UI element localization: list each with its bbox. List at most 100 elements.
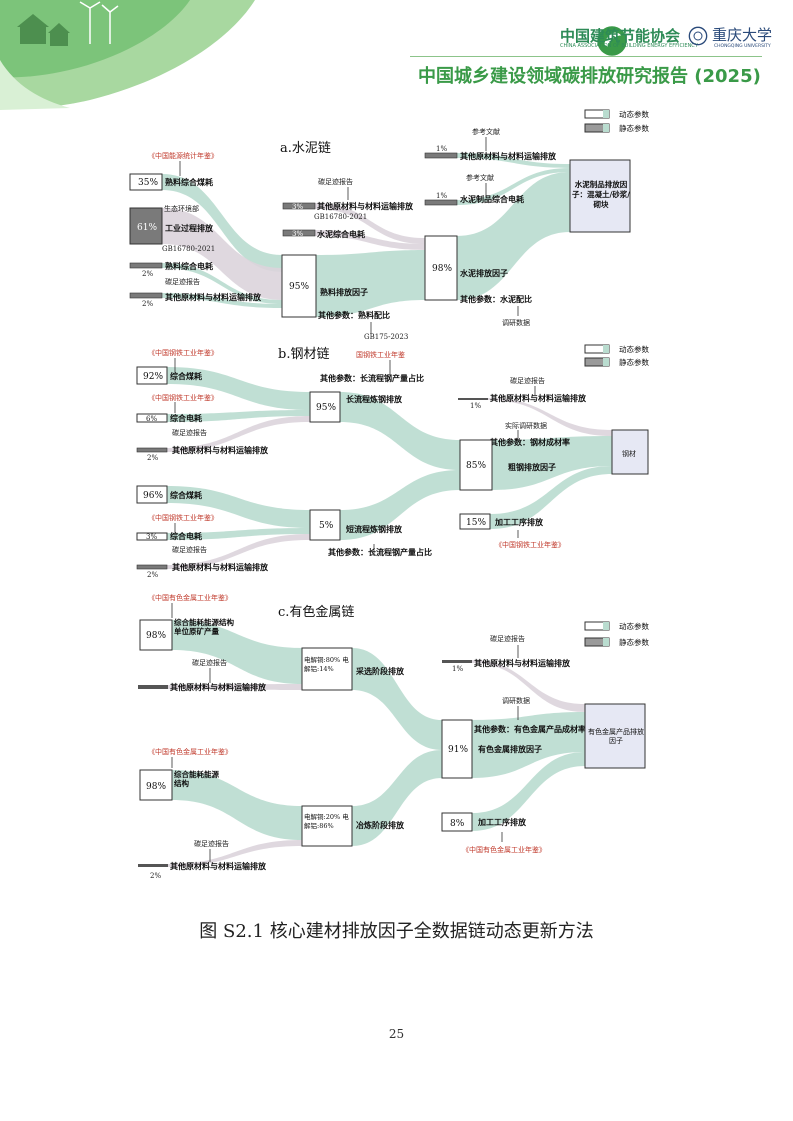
flow-band bbox=[488, 398, 612, 436]
pct-label: 2% bbox=[147, 454, 158, 462]
sankey-flows bbox=[162, 153, 612, 867]
pct-label: 6% bbox=[146, 415, 157, 423]
section-title-nonferrous: c.有色金属链 bbox=[278, 604, 354, 620]
node-label: 钢材 bbox=[622, 449, 636, 458]
flow-band bbox=[162, 263, 282, 304]
pct-label: 1% bbox=[470, 402, 481, 410]
source-label: 参考文献 bbox=[472, 127, 500, 136]
node-mining bbox=[301, 647, 353, 691]
node-process-emission bbox=[129, 207, 163, 245]
header-decoration bbox=[0, 0, 255, 110]
flow-band bbox=[340, 470, 460, 540]
source-label: 碳足迹报告 bbox=[194, 839, 229, 848]
flow-band bbox=[162, 208, 282, 300]
node-raw-transport-c bbox=[442, 660, 472, 663]
node-clinker-factor bbox=[281, 254, 317, 318]
flow-band bbox=[315, 230, 425, 250]
node-clinker-coal bbox=[129, 173, 163, 191]
node-label: 综合煤耗 bbox=[170, 490, 202, 500]
node-raw-transport-3 bbox=[424, 152, 458, 159]
source-label: 国钢铁工业年鉴 bbox=[356, 350, 405, 359]
flow-band bbox=[172, 770, 302, 840]
source-label: 碳足迹报告 bbox=[490, 634, 525, 643]
flow-band bbox=[457, 153, 570, 168]
source-label: GB175-2023 bbox=[364, 333, 408, 341]
flow-band bbox=[492, 436, 612, 490]
pct-label: 98% bbox=[146, 631, 166, 641]
source-label: 碳足迹报告 bbox=[510, 376, 545, 385]
param-label: 其他参数：有色金属产品成材率 bbox=[474, 724, 586, 734]
pct-label: 61% bbox=[137, 223, 157, 233]
section-title-steel: b.钢材链 bbox=[278, 347, 329, 362]
param-label: 其他参数：长流程钢产量占比 bbox=[320, 373, 424, 383]
wind-turbine-icon bbox=[79, 1, 119, 44]
page-number: 25 bbox=[388, 1027, 405, 1041]
university-seal-icon bbox=[688, 26, 708, 46]
pct-label: 3% bbox=[146, 533, 157, 541]
pct-label: 91% bbox=[448, 745, 468, 755]
source-label: 《中国有色金属工业年鉴》 bbox=[148, 747, 232, 756]
pct-label: 1% bbox=[436, 192, 447, 200]
node-label: 冶炼阶段排放 bbox=[356, 820, 405, 830]
pct-label: 1% bbox=[436, 145, 447, 153]
source-label: GB16780-2021 bbox=[162, 245, 215, 253]
source-label: 调研数据 bbox=[502, 696, 530, 705]
node-long-process bbox=[309, 391, 341, 423]
node-label: 水泥制品综合电耗 bbox=[459, 194, 524, 204]
node-label: 长流程炼钢排放 bbox=[346, 394, 403, 404]
emission-factor-diagram: 动态参数 静态参数 动态参数 静态参数 动态参数 静态参数 a.水泥链 《中国能… bbox=[129, 109, 649, 880]
source-label: 《中国钢铁工业年鉴》 bbox=[495, 540, 565, 549]
flow-band bbox=[352, 648, 442, 750]
node-smelting bbox=[301, 805, 353, 847]
node-label: 综合电耗 bbox=[170, 531, 202, 541]
node-cement-products-power bbox=[424, 199, 458, 206]
university-name: 重庆大学 bbox=[712, 26, 773, 44]
source-label: 《中国有色金属工业年鉴》 bbox=[148, 593, 232, 602]
node-clinker-power bbox=[129, 262, 163, 269]
node-label: 综合能耗能源结构单位原矿产量 bbox=[174, 618, 234, 636]
flow-band bbox=[472, 660, 585, 712]
pct-label: 5% bbox=[319, 521, 334, 531]
source-label: 《中国能源统计年鉴》 bbox=[148, 151, 218, 160]
legend-static: 静态参数 bbox=[619, 357, 649, 367]
header-divider bbox=[410, 56, 762, 57]
flow-band bbox=[167, 528, 310, 540]
node-coal-a bbox=[136, 366, 168, 385]
source-label: 参考文献 bbox=[466, 173, 494, 182]
node-label: 其他原材料与材料运输排放 bbox=[172, 445, 269, 455]
pct-label: 92% bbox=[143, 372, 163, 382]
node-label: 水泥制品排放因子：混凝土/砂浆/砌块 bbox=[572, 180, 630, 209]
source-label: 《中国钢铁工业年鉴》 bbox=[148, 393, 218, 402]
flow-band bbox=[162, 293, 282, 308]
pct-label: 85% bbox=[466, 461, 486, 471]
node-label: 工业过程排放 bbox=[165, 223, 214, 233]
node-cement-factor bbox=[424, 235, 458, 301]
node-raw-transport-b bbox=[136, 564, 168, 570]
legend-cement: 动态参数 静态参数 bbox=[584, 109, 649, 133]
source-label: 碳足迹报告 bbox=[192, 658, 227, 667]
node-product-factor bbox=[584, 703, 646, 769]
flow-band bbox=[167, 367, 310, 410]
section-title-cement: a.水泥链 bbox=[280, 141, 331, 156]
flow-band bbox=[472, 752, 585, 831]
flow-band bbox=[340, 392, 460, 470]
node-metal-factor bbox=[441, 719, 473, 779]
node-raw-transport-a bbox=[138, 685, 168, 689]
node-label: 采选阶段排放 bbox=[355, 666, 405, 676]
source-label: 《中国钢铁工业年鉴》 bbox=[148, 348, 218, 357]
source-label: 碳足迹报告 bbox=[172, 545, 207, 554]
cabee-logo-icon bbox=[597, 26, 627, 56]
node-label: 综合煤耗 bbox=[170, 371, 202, 381]
node-power-a bbox=[136, 413, 168, 423]
node-raw-transport-b bbox=[138, 864, 168, 867]
flow-band bbox=[167, 410, 310, 422]
report-title: 中国城乡建设领域碳排放研究报告 (2025) bbox=[418, 66, 761, 87]
param-label: 其他参数：钢材成材率 bbox=[490, 437, 570, 447]
node-coal-b bbox=[136, 485, 168, 504]
node-label: 加工工序排放 bbox=[494, 517, 544, 527]
node-energy-top bbox=[139, 619, 173, 651]
node-power-b bbox=[136, 532, 168, 541]
org-name-en: CHINA ASSOCIATION OF BUILDING ENERGY EFF… bbox=[560, 43, 698, 49]
legend-steel: 动态参数 静态参数 bbox=[584, 344, 649, 367]
pct-label: 15% bbox=[466, 518, 486, 528]
